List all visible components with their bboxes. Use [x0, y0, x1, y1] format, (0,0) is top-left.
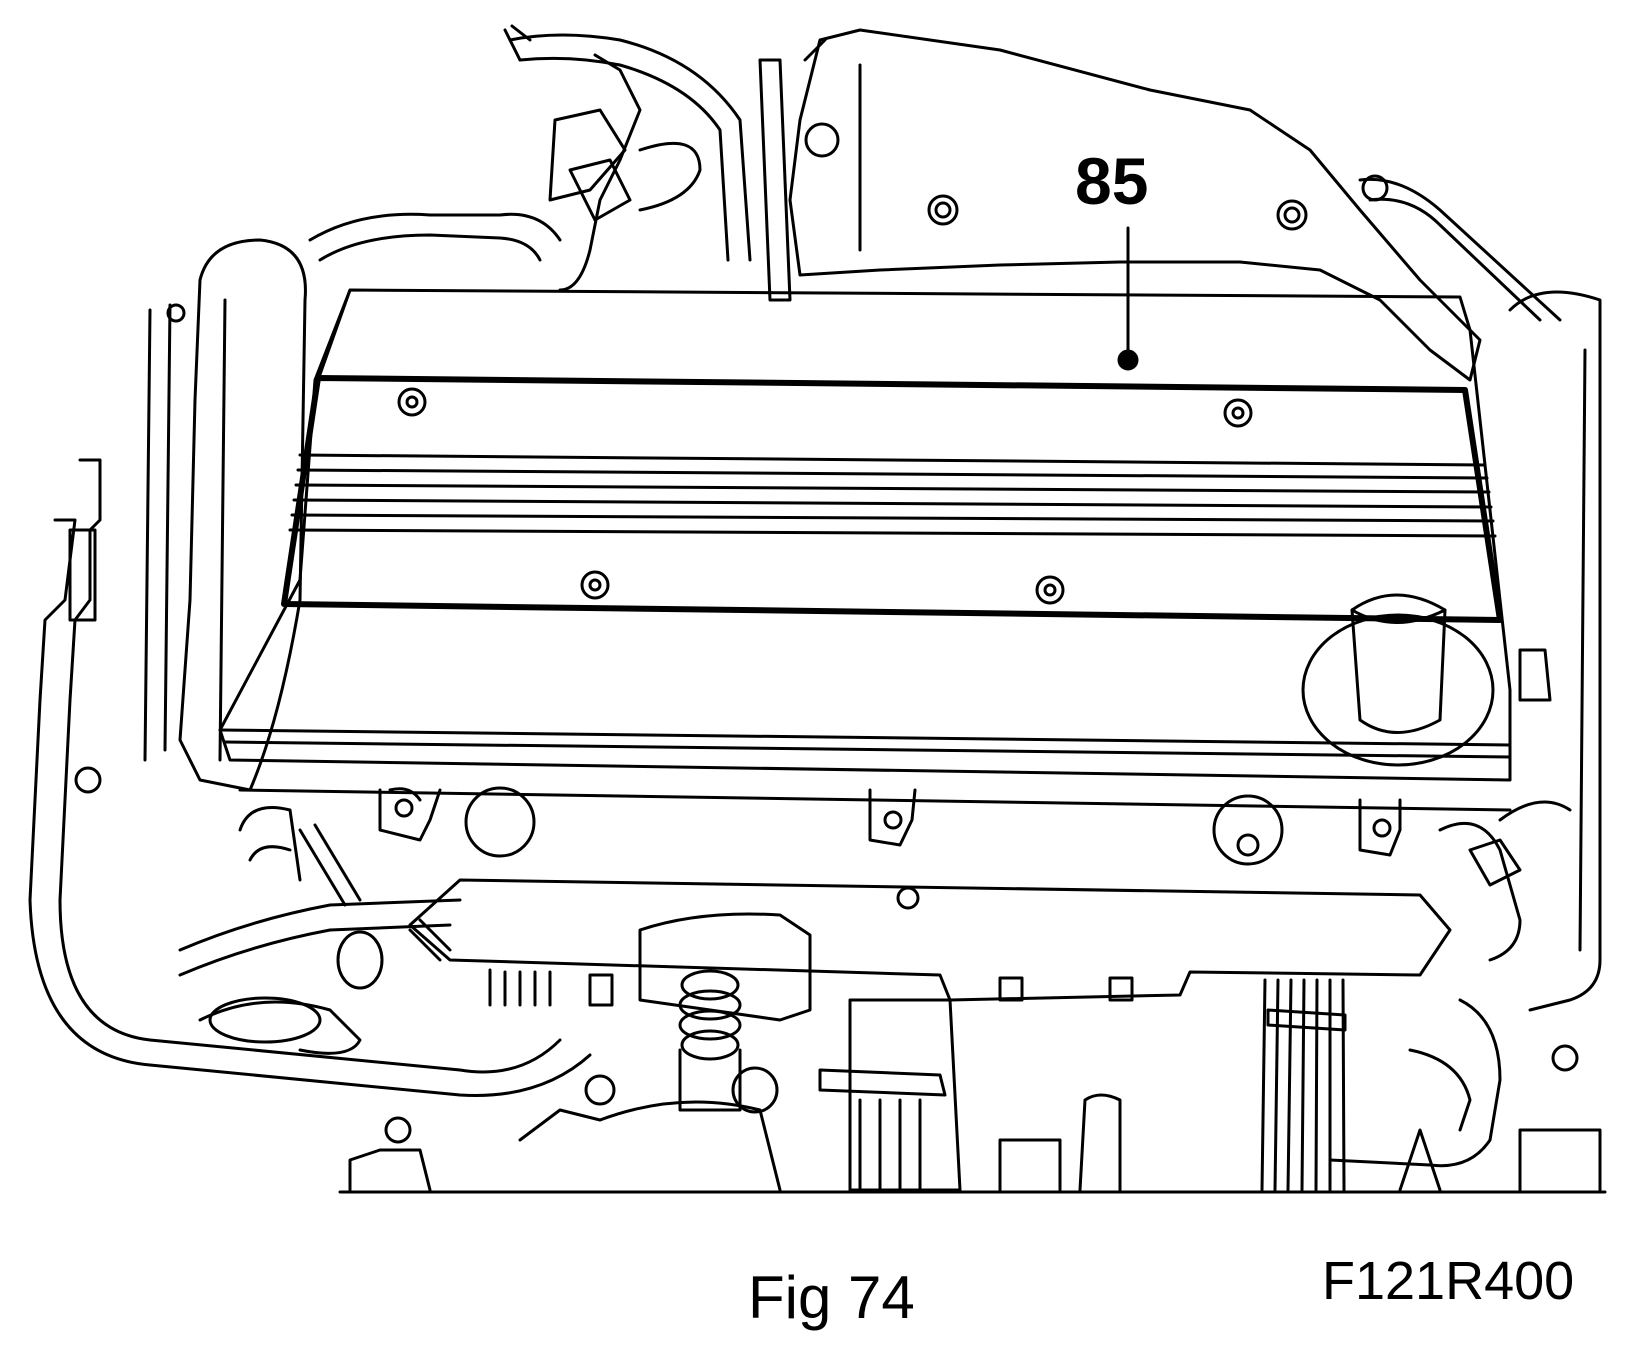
- figure-caption: Fig 74: [748, 1264, 915, 1331]
- coolant-pipes: [30, 460, 590, 1096]
- cam-cover: [220, 290, 1510, 780]
- bolt-icon: [168, 305, 184, 321]
- bolt-icon: [76, 768, 100, 792]
- wiring-harness: [1262, 292, 1600, 1190]
- bolt-icon: [1374, 820, 1390, 836]
- hose-clamp-icon: [820, 1070, 945, 1095]
- bolt-icon: [1278, 201, 1306, 229]
- bolt-icon: [1553, 1046, 1577, 1070]
- hose-clamp-icon: [338, 932, 382, 988]
- bolt-icon: [1363, 176, 1387, 200]
- bolt-icon: [1238, 835, 1258, 855]
- bolt-icon: [1225, 400, 1251, 426]
- figure-code: F121R400: [1322, 1251, 1575, 1311]
- bolt-icon: [885, 812, 901, 828]
- rear-housing: [760, 30, 1560, 380]
- center-components: [520, 914, 960, 1190]
- cylinder-head: [240, 788, 1510, 1005]
- bolt-icon: [396, 800, 412, 816]
- bolt-icon: [929, 196, 957, 224]
- callout-leader: [1119, 228, 1137, 369]
- callout-number: 85: [1075, 144, 1149, 218]
- lower-block: [340, 1095, 1605, 1192]
- bolt-icon: [399, 389, 425, 415]
- hose-connector-icon: [550, 110, 625, 200]
- intake-tube: [76, 240, 305, 792]
- bolt-icon: [1037, 577, 1063, 603]
- bolt-icon: [586, 1076, 614, 1104]
- oil-filler-cap: [1303, 595, 1493, 765]
- bolt-icon: [582, 572, 608, 598]
- bolt-icon: [806, 124, 838, 156]
- bolt-icon: [386, 1118, 410, 1142]
- upper-hoses: [310, 26, 750, 290]
